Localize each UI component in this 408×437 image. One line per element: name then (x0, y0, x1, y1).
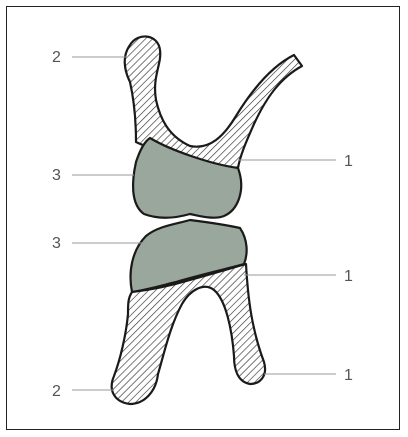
label-3-upper: 3 (52, 167, 61, 184)
label-2-top: 2 (52, 49, 61, 66)
label-1-middle: 1 (344, 268, 353, 285)
label-1-upper: 1 (344, 153, 353, 170)
label-1-lower: 1 (344, 367, 353, 384)
label-3-middle: 3 (52, 235, 61, 252)
label-2-bottom: 2 (52, 383, 61, 400)
